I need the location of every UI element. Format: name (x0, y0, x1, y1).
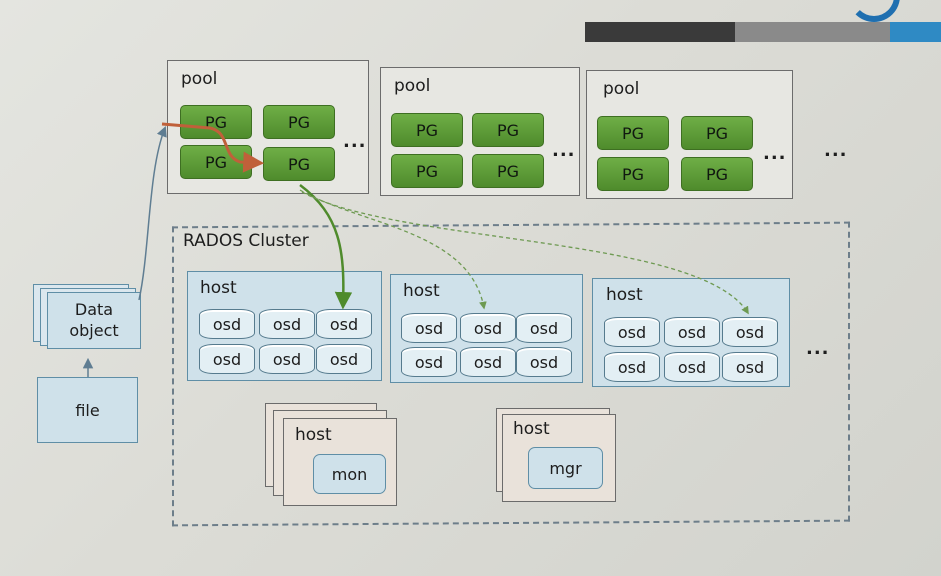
pg-block: PG (391, 113, 463, 147)
pg-block: PG (472, 154, 544, 188)
pool-label: pool (603, 79, 640, 99)
more-ellipsis: ... (552, 140, 576, 161)
data-object: Data object (47, 292, 141, 349)
osd-disk: osd (516, 313, 572, 343)
more-hosts-ellipsis: ... (806, 338, 830, 359)
host-label: host (403, 281, 440, 301)
osd-disk: osd (722, 317, 778, 347)
osd-host: host osd osd osd osd osd osd (390, 274, 583, 383)
osd-disk: osd (259, 309, 315, 339)
pg-to-replica-arrow (299, 189, 487, 310)
pg-block: PG (472, 113, 544, 147)
pool-box: pool PG PG PG PG ... (586, 70, 793, 199)
osd-disk: osd (199, 309, 255, 339)
osd-disk: osd (401, 313, 457, 343)
pg-block: PG (681, 116, 753, 150)
osd-disk: osd (722, 352, 778, 382)
osd-disk: osd (316, 309, 372, 339)
object-to-pool-arrow (138, 126, 167, 301)
osd-disk: osd (460, 347, 516, 377)
data-object-line1: Data (74, 299, 114, 319)
pg-block: PG (263, 105, 335, 139)
osd-disk: osd (604, 317, 660, 347)
mon-host: host mon (283, 418, 397, 506)
pg-block: PG (391, 154, 463, 188)
more-ellipsis: ... (763, 143, 787, 164)
pg-block: PG (681, 157, 753, 191)
osd-disk: osd (664, 317, 720, 347)
host-label: host (513, 419, 550, 439)
pg-block: PG (263, 147, 335, 181)
osd-disk: osd (199, 344, 255, 374)
rados-cluster-label: RADOS Cluster (183, 231, 309, 251)
host-label: host (606, 285, 643, 305)
mgr-service: mgr (528, 447, 603, 489)
pool-label: pool (181, 69, 218, 89)
osd-disk: osd (316, 344, 372, 374)
mgr-host: host mgr (502, 414, 616, 502)
osd-disk: osd (664, 352, 720, 382)
host-label: host (200, 278, 237, 298)
pg-to-osd-arrow (299, 184, 353, 310)
host-label: host (295, 425, 332, 445)
osd-disk: osd (460, 313, 516, 343)
pool-box: pool PG PG PG PG ... (380, 67, 580, 196)
pg-mapping-arrow (161, 122, 265, 173)
osd-disk: osd (604, 352, 660, 382)
osd-disk: osd (401, 347, 457, 377)
pg-block: PG (597, 116, 669, 150)
top-color-bar (585, 22, 735, 42)
mon-service: mon (313, 454, 386, 494)
more-pools-ellipsis: ... (824, 140, 848, 161)
osd-disk: osd (516, 347, 572, 377)
top-color-bar (890, 22, 941, 42)
file-document: file (37, 377, 138, 443)
pool-label: pool (394, 76, 431, 96)
data-object-line2: object (69, 320, 119, 340)
osd-disk: osd (259, 344, 315, 374)
pg-block: PG (180, 105, 252, 139)
pg-block: PG (597, 157, 669, 191)
pg-to-replica-arrow (301, 191, 749, 315)
osd-host: host osd osd osd osd osd osd (187, 271, 382, 381)
osd-host: host osd osd osd osd osd osd (592, 278, 790, 387)
more-ellipsis: ... (343, 131, 367, 152)
top-color-bar (735, 22, 890, 42)
file-label: file (75, 400, 100, 420)
